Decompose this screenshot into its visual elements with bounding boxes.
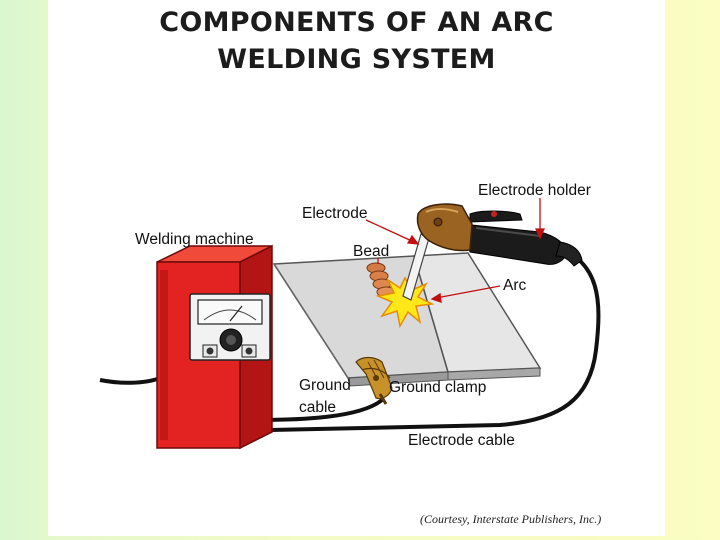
label-ground-cable-line1: Ground xyxy=(299,377,351,394)
arc-burst xyxy=(375,276,435,329)
label-welding-machine: Welding machine xyxy=(135,231,254,248)
weld-bead xyxy=(366,262,396,298)
slide-title: COMPONENTS OF AN ARC WELDING SYSTEM xyxy=(48,4,665,78)
label-electrode-cable: Electrode cable xyxy=(408,432,515,449)
label-electrode-holder: Electrode holder xyxy=(478,182,591,199)
workpiece-plates xyxy=(272,252,542,387)
courtesy-credit: (Courtesy, Interstate Publishers, Inc.) xyxy=(420,512,602,526)
label-arc: Arc xyxy=(503,277,527,294)
label-leader-lines xyxy=(365,198,546,303)
power-cord xyxy=(99,376,161,385)
title-line-1: COMPONENTS OF AN ARC xyxy=(159,7,554,38)
label-electrode: Electrode xyxy=(302,205,368,222)
title-line-2: WELDING SYSTEM xyxy=(217,44,496,75)
ground-clamp xyxy=(355,356,393,405)
label-ground-cable-line2: cable xyxy=(299,399,337,416)
label-ground-clamp: Ground clamp xyxy=(389,379,487,396)
welding-machine xyxy=(156,244,273,450)
label-bead: Bead xyxy=(353,243,390,260)
